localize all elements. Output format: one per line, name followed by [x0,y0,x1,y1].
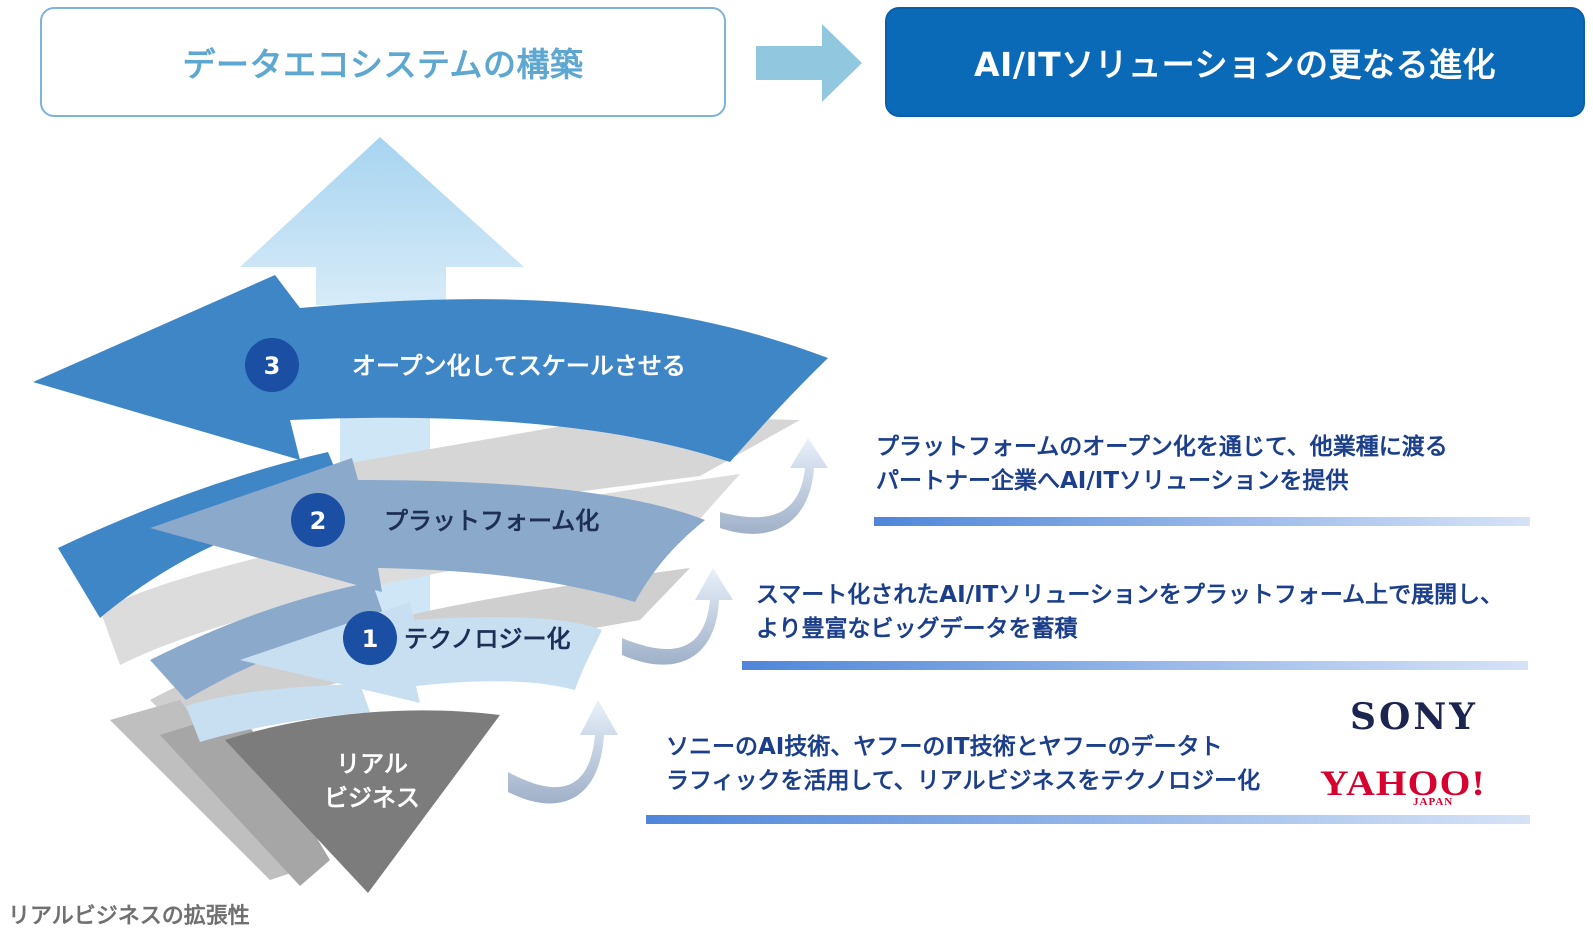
stage1-number-badge [343,611,397,665]
real-business-triangle [225,710,500,893]
stage3-description-line1: プラットフォームのオープン化を通じて、他業種に渡る [876,434,1448,460]
stage3-divider [874,517,1530,526]
curl-arrow-3 [720,438,828,534]
stage2-description-line1: スマート化されたAI/ITソリューションをプラットフォーム上で展開し、 [756,582,1504,608]
stage1-number: 1 [362,625,379,653]
stage1-arrow [240,602,602,703]
stage1-label: テクノロジー化 [404,625,571,653]
layer-band [110,700,300,880]
ai-evolution-box-label: AI/ITソリューションの更なる進化 [974,45,1496,84]
stage1-divider [646,815,1530,824]
ai-evolution-box: AI/ITソリューションの更なる進化 [885,7,1585,117]
stage2-description-line2: より豊富なビッグデータを蓄積 [756,616,1078,642]
yahoo-japan-logo: YAHOO! JAPAN [1320,762,1500,812]
stage2-number-badge [291,493,345,547]
stage2-label: プラットフォーム化 [384,507,599,535]
sony-logo: SONY [1350,696,1478,738]
stage3-arrow [33,275,828,462]
stage2-number: 2 [310,507,327,535]
real-business-label-line2: ビジネス [324,784,420,812]
curl-arrow-1 [508,700,618,804]
stage1-description-line1: ソニーのAI技術、ヤフーのIT技術とヤフーのデータト [666,734,1223,760]
stage3-number: 3 [264,352,281,380]
stage2-description: スマート化されたAI/ITソリューションをプラットフォーム上で展開し、 より豊富… [756,578,1503,646]
stage3-label: オープン化してスケールさせる [352,352,686,380]
stage1-tail [186,684,370,742]
curl-arrow-2 [622,568,733,665]
stage2-divider [742,661,1528,670]
stage3-description-line2: パートナー企業へAI/ITソリューションを提供 [876,468,1349,494]
yahoo-logo-word: YAHOO! [1320,763,1486,803]
ecosystem-box: データエコシステムの構築 [40,7,726,117]
stage2-arrow [150,458,705,602]
layer-band [160,710,330,886]
real-business-label-line1: リアル [336,750,408,778]
footer-caption: リアルビジネスの拡張性 [8,904,250,929]
stage2-tail [150,582,388,700]
growth-arrow-up [240,137,524,305]
stage3-description: プラットフォームのオープン化を通じて、他業種に渡る パートナー企業へAI/ITソ… [876,430,1448,498]
stage3-number-badge [245,338,299,392]
yahoo-logo-sub: JAPAN [1413,796,1454,808]
stage1-description: ソニーのAI技術、ヤフーのIT技術とヤフーのデータト ラフィックを活用して、リア… [666,730,1260,798]
ecosystem-box-label: データエコシステムの構築 [182,45,584,84]
header-right-arrow [756,24,862,102]
stage1-description-line2: ラフィックを活用して、リアルビジネスをテクノロジー化 [666,768,1261,794]
